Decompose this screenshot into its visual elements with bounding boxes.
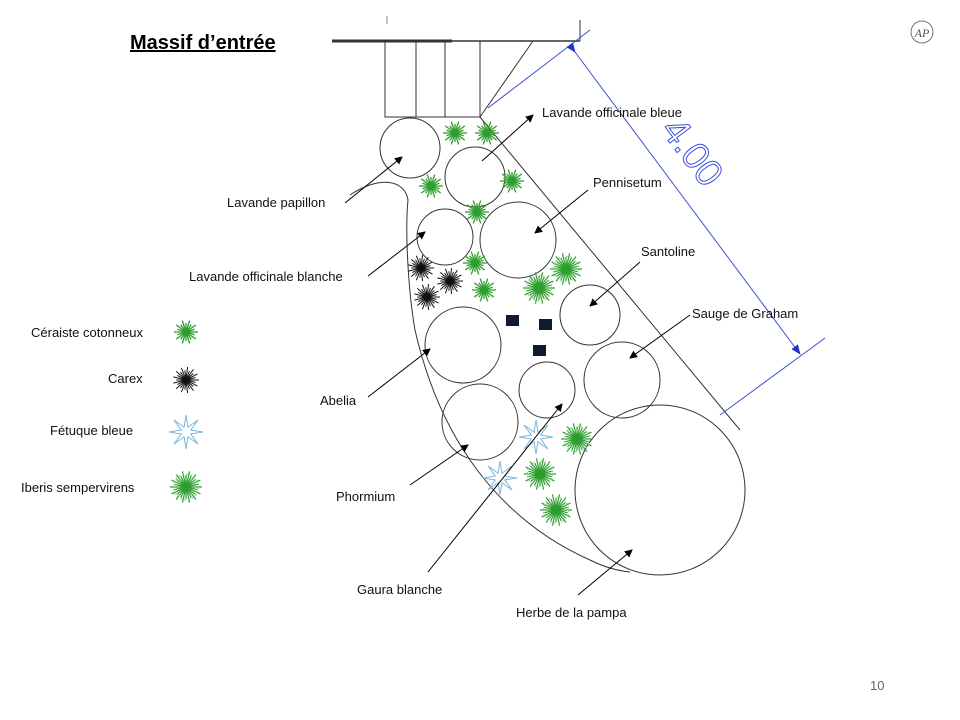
shrub-circle — [444, 146, 506, 208]
label-gaura: Gaura blanche — [357, 582, 443, 597]
shrub-circle — [416, 208, 474, 266]
shrub-circle — [559, 284, 621, 346]
ceraiste-plant — [475, 121, 499, 145]
iberis-plant — [550, 253, 582, 285]
ceraiste-plant — [465, 200, 489, 224]
svg-text:AP: AP — [914, 26, 930, 40]
logo: AP — [910, 20, 934, 44]
shrub-circle — [518, 361, 576, 419]
shrub-circle — [574, 404, 746, 576]
page-title: Massif d’entrée — [130, 32, 276, 54]
carex-plant — [437, 268, 463, 294]
legend-label: Carex — [108, 371, 143, 386]
shrub-circle — [583, 341, 661, 419]
iberis-plant — [523, 272, 555, 304]
shrub-circle — [379, 117, 441, 179]
label-lavande-officinale-blanche: Lavande officinale blanche — [189, 269, 343, 284]
shrub-circle — [479, 201, 557, 279]
stairs — [332, 16, 581, 118]
carex-plant — [414, 284, 440, 310]
paving-stones — [506, 315, 552, 356]
bed-outline — [349, 116, 741, 561]
ceraiste-plant — [463, 251, 487, 275]
shrub-circle — [424, 306, 502, 384]
label-santoline: Santoline — [641, 244, 696, 259]
shrub-circle — [441, 383, 519, 461]
label-sauge: Sauge de Graham — [692, 306, 799, 321]
iberis-plant — [540, 494, 572, 526]
iberis-plant — [561, 423, 593, 455]
ceraiste-plant — [419, 174, 443, 198]
label-phormium: Phormium — [336, 489, 396, 504]
carex-icon — [173, 367, 199, 393]
dimension-text: 4.00 — [653, 110, 731, 194]
label-abelia: Abelia — [320, 393, 357, 408]
label-lavande-officinale-bleue: Lavande officinale bleue — [542, 105, 682, 120]
iberis-plant — [524, 458, 556, 490]
ceraiste-plant — [443, 121, 467, 145]
dimension-line — [487, 29, 826, 416]
legend-label: Céraiste cotonneux — [31, 325, 144, 340]
page-number: 10 — [870, 678, 885, 693]
legend-label: Fétuque bleue — [50, 423, 134, 438]
carex-plant — [408, 255, 434, 281]
label-pampa: Herbe de la pampa — [516, 605, 627, 620]
ceraiste-plant — [500, 169, 524, 193]
fetuque-plant — [482, 460, 518, 496]
label-pennisetum: Pennisetum — [593, 175, 662, 190]
iberis-icon — [170, 471, 202, 503]
legend-label: Iberis sempervirens — [21, 480, 135, 495]
label-arrows — [344, 114, 691, 596]
ceraiste-icon — [174, 320, 198, 344]
fetuque-icon — [168, 414, 204, 450]
label-lavande-papillon: Lavande papillon — [227, 195, 326, 210]
ceraiste-plant — [472, 278, 496, 302]
